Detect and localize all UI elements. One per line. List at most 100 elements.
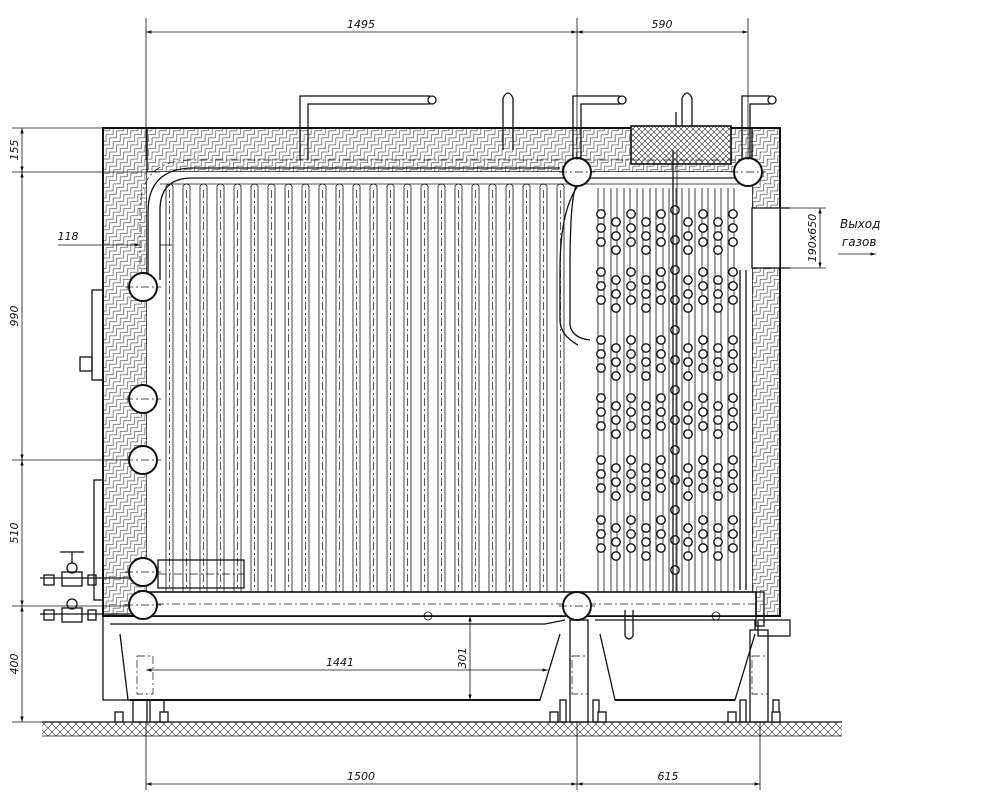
tube-stud [656,529,666,539]
vertical-tube [420,183,429,592]
tube-stud [626,407,636,417]
tube-stud [611,357,621,367]
dim-615: 615 [658,770,679,783]
left-fittings [40,289,130,623]
tube-stud [713,415,723,425]
tube-stud [683,289,693,299]
tube-stud [713,523,723,533]
tube-stud [656,421,666,431]
tube-stud [728,209,738,219]
tube-stud [641,245,651,255]
vertical-tube [301,183,310,592]
tube-stud [611,371,621,381]
tube-stud [670,505,680,515]
vertical-tube [233,183,242,592]
tube-stud [683,343,693,353]
tube-stud [670,565,680,575]
tube-stud [641,415,651,425]
vertical-tube [284,183,293,592]
tube-stud [698,515,708,525]
support-frame [102,610,781,723]
vertical-tube [522,183,531,592]
tube-stud [683,415,693,425]
tube-stud [596,407,606,417]
drums [125,157,766,621]
dim-1441: 1441 [326,656,354,669]
tube-stud [641,401,651,411]
tube-stud [626,421,636,431]
right-partitions [739,207,790,590]
dim-510: 510 [8,523,21,544]
tube-stud [596,515,606,525]
tube-stud [670,355,680,365]
tube-stud [611,523,621,533]
tube-stud [728,543,738,553]
top-pipes [299,92,777,160]
vertical-tube [556,183,565,592]
tube-stud [728,237,738,247]
tube-stud [626,363,636,373]
tube-stud [596,223,606,233]
tube-stud [626,223,636,233]
tube-stud [698,529,708,539]
tube-stud [641,303,651,313]
tube-stud [728,421,738,431]
tube-stud [641,343,651,353]
tube-stud [698,335,708,345]
tube-stud [641,217,651,227]
tube-stud [656,209,666,219]
tube-stud [656,223,666,233]
tube-stud [611,245,621,255]
vertical-tube [539,183,548,592]
tube-stud [641,429,651,439]
tube-stud [596,281,606,291]
tube-stud [670,445,680,455]
tube-stud [728,363,738,373]
tube-stud [656,295,666,305]
tube-stud [596,421,606,431]
outlet-label-line1: Выход [840,217,880,231]
tube-stud [698,455,708,465]
top-box [630,125,732,165]
tube-stud [728,267,738,277]
tube-stud [670,535,680,545]
tube-stud [596,237,606,247]
tube-stud [656,335,666,345]
tube-stud [626,237,636,247]
tube-stud [626,335,636,345]
tube-stud [641,537,651,547]
tube-stud [656,237,666,247]
tube-stud [698,407,708,417]
tube-stud [698,393,708,403]
tube-stud [596,455,606,465]
tube-stud [656,349,666,359]
tube-stud [728,223,738,233]
tube-stud [698,237,708,247]
tube-studs [596,205,738,575]
tube-stud [611,463,621,473]
lower-header [139,559,791,637]
ground-hatch [42,721,842,737]
tube-stud [713,477,723,487]
upper-header-pipes [139,159,752,346]
insulated-casing [102,127,781,617]
dim-990: 990 [8,306,21,327]
tube-stud [626,543,636,553]
tube-stud [670,235,680,245]
tube-stud [626,209,636,219]
tube-stud [683,245,693,255]
tube-stud [698,209,708,219]
tube-stud [698,349,708,359]
tube-stud [626,515,636,525]
tube-stud [626,455,636,465]
tube-stud [611,551,621,561]
tube-stud [728,515,738,525]
tube-stud [596,267,606,277]
tube-stud [656,407,666,417]
tube-bank-left [165,183,565,592]
tube-stud [728,469,738,479]
vertical-tube [216,183,225,592]
tube-stud [611,429,621,439]
tube-stud [626,393,636,403]
